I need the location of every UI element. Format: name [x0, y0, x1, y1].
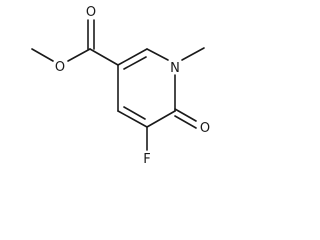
molecule-structure: O O N O F	[31, 5, 210, 167]
bond-c6-keto-o-b	[174, 115, 197, 129]
bond-c2-c3-double-inner	[123, 56, 147, 70]
atom-label-keto-o: O	[200, 121, 210, 136]
bond-ester-c-ester-o	[67, 48, 91, 62]
bond-c3-ester-c	[89, 48, 119, 66]
atom-label-ester-o: O	[55, 60, 65, 75]
bond-c5-c4	[117, 110, 148, 128]
bond-c5-c4-double-inner	[123, 106, 146, 120]
atom-label-ring-n: N	[170, 61, 180, 76]
bond-c6-c5	[146, 110, 176, 128]
atom-label-fluorine: F	[143, 152, 150, 167]
bond-c2-n1	[146, 48, 169, 61]
bond-c3-c2	[117, 48, 148, 66]
structure-canvas: O O N O F	[31, 5, 210, 167]
bond-c6-keto-o-a	[174, 108, 197, 122]
bond-ester-o-methyl	[31, 48, 54, 62]
bond-n1-methyl	[181, 47, 205, 61]
atom-label-carbonyl-o-ester: O	[86, 5, 96, 20]
